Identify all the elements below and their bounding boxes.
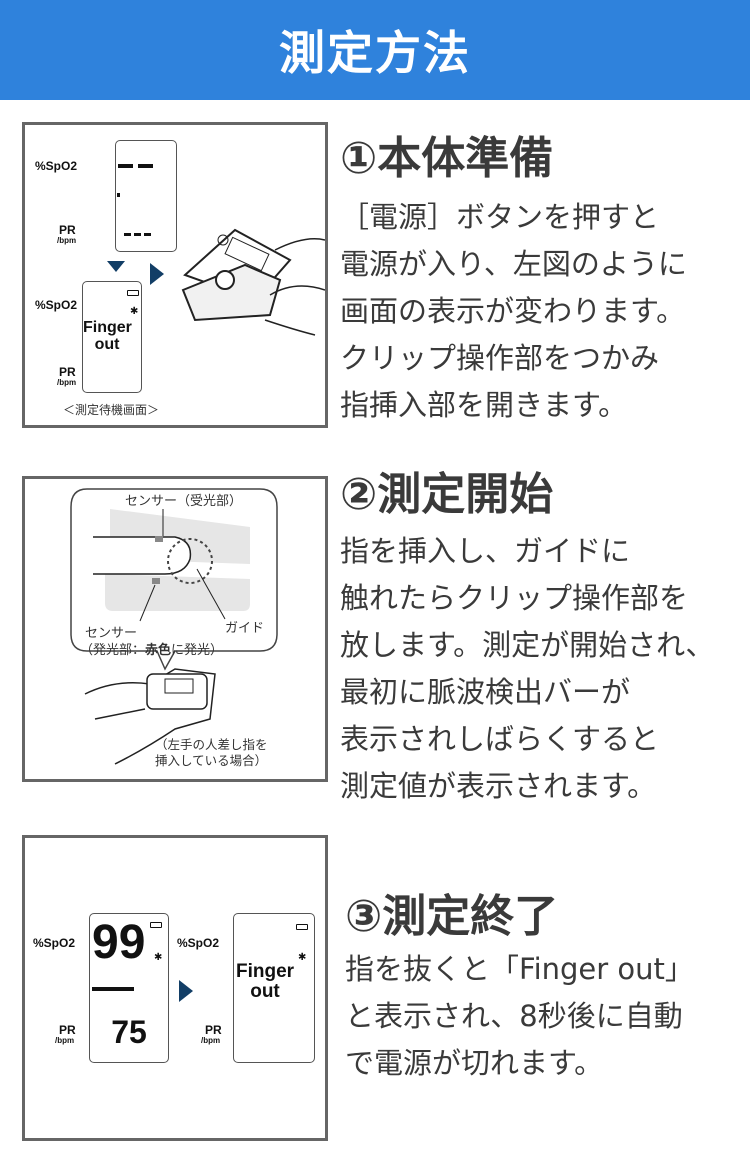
standby-screen-caption: ＜測定待機画面＞ xyxy=(63,403,160,417)
figure-start-measurement: センサー（受光部） ガイド センサー （発光部：赤色に発光） （左手の人差し指を… xyxy=(22,476,328,782)
pr-label: PR xyxy=(59,365,76,379)
body-line: 電源が入り、左図のように xyxy=(340,247,687,281)
bpm-label: /bpm xyxy=(201,1036,221,1045)
finger-out-line2: out xyxy=(250,980,280,1002)
figure-end-measurement: 99 ✱ 75 %SpO2 PR /bpm ✱ Finger out %SpO2… xyxy=(22,835,328,1141)
battery-icon xyxy=(127,290,139,296)
spo2-label: %SpO2 xyxy=(35,159,78,173)
section-body-end: 指を抜くと「Finger out」 と表示され、8秒後に自動 で電源が切れます。 xyxy=(345,946,694,1087)
section-title-preparation: ①本体準備 xyxy=(340,133,554,184)
bluetooth-icon: ✱ xyxy=(154,952,163,963)
measurement-screen: 99 ✱ 75 xyxy=(89,913,169,1063)
sensor-receiver-label: センサー（受光部） xyxy=(125,494,243,509)
emitter-note-suffix: に発光） xyxy=(171,643,224,658)
pulse-bar xyxy=(92,987,134,991)
body-line: 指を挿入し、ガイドに xyxy=(340,534,631,568)
hand-note-line: （左手の人差し指を xyxy=(155,737,268,752)
bpm-label: /bpm xyxy=(57,378,77,387)
body-line: と表示され、8秒後に自動 xyxy=(345,999,683,1033)
sensor-emitter-label: センサー xyxy=(85,626,138,641)
finger-out-line1: Finger xyxy=(235,961,295,982)
finger-out-line1: Finger xyxy=(83,319,132,336)
body-line: 測定値が表示されます。 xyxy=(340,769,657,803)
body-line: 指挿入部を開きます。 xyxy=(340,388,628,422)
finger-insertion-illustration xyxy=(70,488,278,765)
body-line: 指を抜くと「Finger out」 xyxy=(345,952,694,986)
pr-label: PR xyxy=(59,1023,76,1037)
bluetooth-icon: ✱ xyxy=(298,952,307,963)
finger-out-line2: out xyxy=(94,335,120,353)
guide-label: ガイド xyxy=(225,621,265,636)
section-title-start: ②測定開始 xyxy=(340,469,554,520)
pr-value: 75 xyxy=(111,1014,147,1050)
hand-note: （左手の人差し指を 挿入している場合） xyxy=(155,737,268,769)
page-title: 測定方法 xyxy=(279,26,471,80)
body-line: 触れたらクリップ操作部を xyxy=(340,581,689,615)
arrow-down-icon xyxy=(107,261,125,272)
finger-out-screen: ✱ Finger out xyxy=(233,913,315,1063)
body-line: クリップ操作部をつかみ xyxy=(340,341,660,375)
spo2-label: %SpO2 xyxy=(33,936,76,950)
body-line: 画面の表示が変わります。 xyxy=(340,294,686,328)
spo2-value: 99 xyxy=(92,916,146,969)
figure-device-preparation: %SpO2 PR /bpm ✱ Finger out %SpO2 PR /bpm… xyxy=(22,122,328,428)
body-line: 表示されしばらくすると xyxy=(340,722,660,756)
body-line: ［電源］ボタンを押すと xyxy=(340,200,660,234)
emitter-note: （発光部：赤色に発光） xyxy=(80,639,223,658)
body-line: 放します。測定が開始され、 xyxy=(340,628,715,662)
section-body-start: 指を挿入し、ガイドに 触れたらクリップ操作部を 放します。測定が開始され、 最初… xyxy=(340,528,714,810)
battery-icon xyxy=(296,924,308,930)
arrow-right-icon xyxy=(179,980,193,1002)
spo2-label: %SpO2 xyxy=(177,936,220,950)
body-line: 最初に脈波検出バーが xyxy=(340,675,631,709)
pr-label: PR xyxy=(205,1023,222,1037)
oximeter-hand-illustration xyxy=(181,228,325,336)
page-header: 測定方法 xyxy=(0,0,750,100)
emitter-note-prefix: （発光部： xyxy=(80,643,146,658)
hand-note-line: 挿入している場合） xyxy=(155,753,268,768)
spo2-label: %SpO2 xyxy=(35,298,78,312)
bpm-label: /bpm xyxy=(57,236,77,245)
arrow-right-icon xyxy=(150,263,164,285)
body-line: で電源が切れます。 xyxy=(345,1046,604,1080)
bpm-label: /bpm xyxy=(55,1036,75,1045)
bluetooth-icon: ✱ xyxy=(130,306,139,317)
standby-screen-dashes xyxy=(115,140,177,252)
emitter-note-red: 赤色 xyxy=(145,643,172,658)
battery-icon xyxy=(150,922,162,928)
standby-screen-finger-out: ✱ Finger out xyxy=(82,281,142,393)
section-title-end: ③測定終了 xyxy=(345,891,559,942)
section-body-preparation: ［電源］ボタンを押すと 電源が入り、左図のように 画面の表示が変わります。 クリ… xyxy=(340,194,687,429)
pr-label: PR xyxy=(59,223,76,237)
